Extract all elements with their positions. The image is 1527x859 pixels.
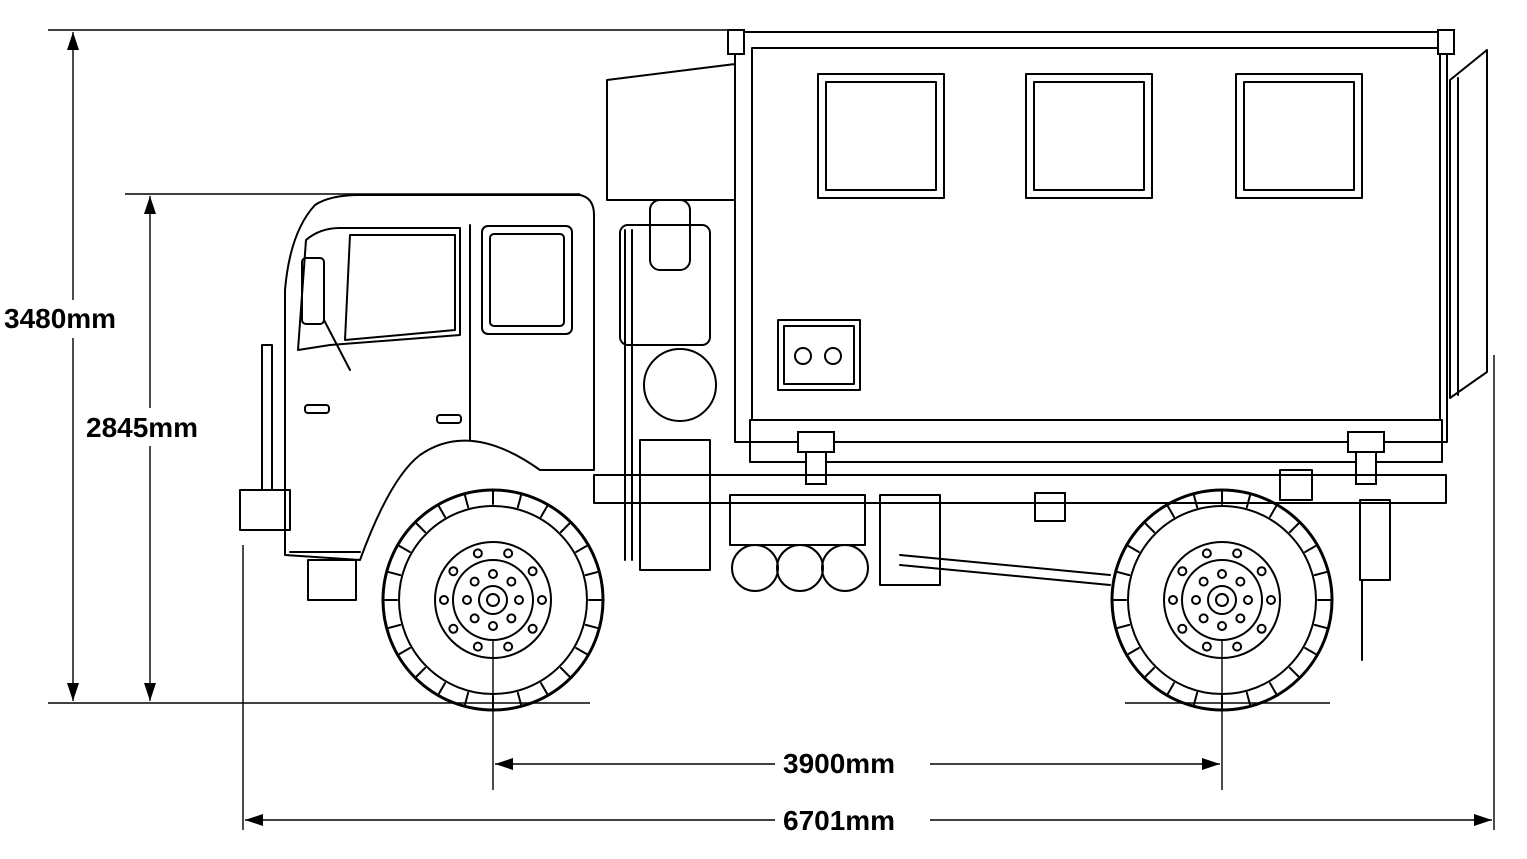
dimension-lines (48, 29, 1495, 830)
exhaust-stack (619, 199, 717, 571)
chassis (593, 469, 1447, 661)
rear-wheel (1110, 488, 1334, 712)
rear-tire-tread (1113, 491, 1331, 709)
overall-length-label: 6701mm (783, 805, 895, 836)
cargo-box (727, 29, 1488, 485)
wheelbase-label: 3900mm (783, 748, 895, 779)
truck-illustration (239, 29, 1488, 712)
overall-height-label: 3480mm (4, 303, 116, 334)
cab (239, 194, 595, 601)
front-wheel (381, 488, 605, 712)
cab-height-label: 2845mm (86, 412, 198, 443)
front-tire-tread (384, 491, 602, 709)
